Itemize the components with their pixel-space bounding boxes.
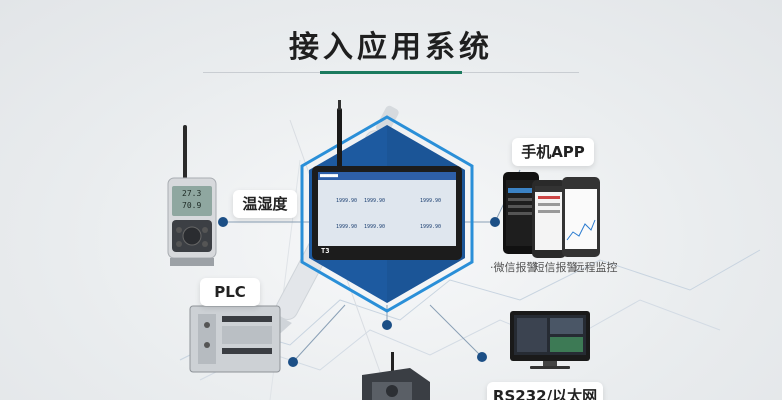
sensor-reading-humidity: 70.9 — [182, 201, 202, 210]
connector-dot — [288, 357, 298, 367]
screen-value: 1999.90 — [364, 198, 386, 204]
plc-module — [189, 305, 281, 373]
bottom-device — [362, 352, 430, 400]
screen-value: 1999.90 — [420, 224, 442, 230]
mobile-phones — [503, 172, 600, 258]
page-title: 接入应用系统 — [289, 30, 493, 65]
connector-dot — [382, 320, 392, 330]
title-divider-accent — [320, 71, 462, 74]
connector-dot — [477, 352, 487, 362]
temp-humidity-sensor — [167, 125, 217, 266]
caption-wechat-alarm: ·微信报警 — [490, 261, 538, 274]
screen-value: 1999.90 — [364, 224, 386, 230]
computer-monitor — [510, 311, 590, 369]
connector-dot — [490, 217, 500, 227]
antenna-icon — [337, 100, 342, 168]
label-temp-humidity: 温湿度 — [233, 190, 297, 218]
screen-header: ■■■■■■ — [320, 173, 339, 179]
screen-value: 1999.90 — [336, 224, 358, 230]
label-plc: PLC — [200, 278, 260, 306]
caption-remote-monitor: ·远程监控 — [570, 261, 618, 274]
connector-dot — [218, 217, 228, 227]
sensor-reading-temp: 27.3 — [182, 189, 202, 198]
screen-value: 1999.90 — [336, 198, 358, 204]
device-brand: T3 — [321, 247, 330, 255]
screen-value: 1999.90 — [420, 198, 442, 204]
caption-sms-alarm: ·短信报警 — [530, 261, 578, 274]
touchscreen-device — [312, 166, 462, 260]
label-rs232: RS232/以太网 — [487, 382, 603, 400]
label-mobile-app: 手机APP — [512, 138, 594, 166]
